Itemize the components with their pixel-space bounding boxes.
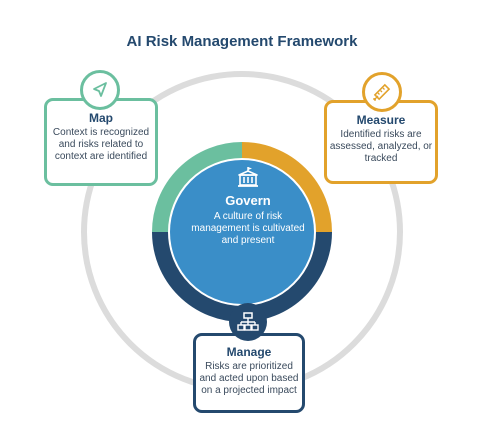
page-title: AI Risk Management Framework	[126, 33, 358, 50]
measure-card: Measure Identified risks are assessed, a…	[324, 100, 438, 184]
govern-title: Govern	[225, 193, 271, 208]
manage-text: Risks are prioritized and acted upon bas…	[199, 361, 299, 396]
measure-text: Identified risks are assessed, analyzed,…	[329, 129, 433, 164]
measure-title: Measure	[356, 113, 406, 127]
measure-badge	[362, 72, 402, 112]
map-card: Map Context is recognized and risks rela…	[44, 98, 158, 186]
map-title: Map	[89, 111, 113, 125]
govern-ring-gold	[241, 142, 332, 233]
ruler-icon	[373, 83, 391, 101]
govern-block: Govern A culture of risk management is c…	[188, 193, 308, 247]
org-chart-icon	[237, 312, 259, 331]
govern-text: A culture of risk management is cultivat…	[191, 211, 305, 246]
manage-title: Manage	[226, 345, 272, 359]
govern-disc	[170, 160, 314, 304]
compass-arrow-icon	[93, 82, 107, 97]
map-text: Context is recognized and risks related …	[52, 127, 150, 162]
manage-badge	[229, 303, 267, 341]
building-icon	[238, 167, 258, 187]
manage-card: Manage Risks are prioritized and acted u…	[193, 333, 305, 413]
map-badge	[80, 70, 120, 110]
govern-ring-teal	[152, 142, 243, 233]
